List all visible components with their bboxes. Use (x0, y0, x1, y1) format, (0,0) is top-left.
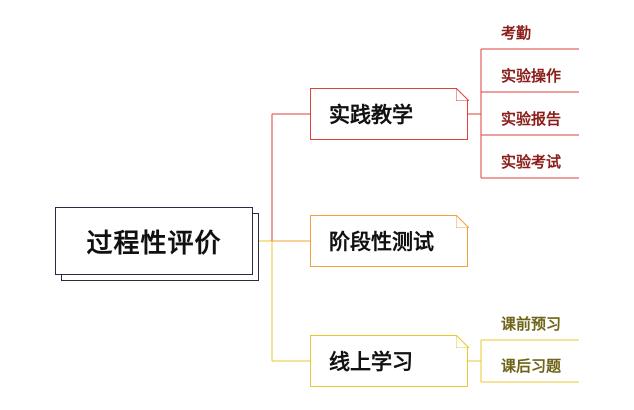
folded-corner-icon (455, 87, 469, 101)
leaf-preview[interactable]: 课前预习 (501, 315, 562, 333)
root-node-label: 过程性评价 (86, 228, 222, 259)
leaf-lab-report[interactable]: 实验报告 (501, 110, 562, 128)
folded-corner-icon (455, 334, 469, 348)
branch-node-label: 实践教学 (329, 103, 413, 127)
root-node[interactable]: 过程性评价 (55, 207, 253, 275)
leaf-lab-exam[interactable]: 实验考试 (501, 153, 562, 171)
leaf-attendance[interactable]: 考勤 (501, 24, 532, 42)
branch-node-label: 线上学习 (329, 350, 413, 374)
folded-corner-icon (455, 214, 469, 228)
branch-node-stage-test[interactable]: 阶段性测试 (310, 214, 469, 267)
branch-node-practice[interactable]: 实践教学 (310, 87, 469, 140)
branch-node-online[interactable]: 线上学习 (310, 334, 469, 387)
leaf-homework[interactable]: 课后习题 (501, 357, 562, 375)
leaf-lab-operation[interactable]: 实验操作 (501, 67, 562, 85)
branch-node-label: 阶段性测试 (329, 230, 434, 254)
